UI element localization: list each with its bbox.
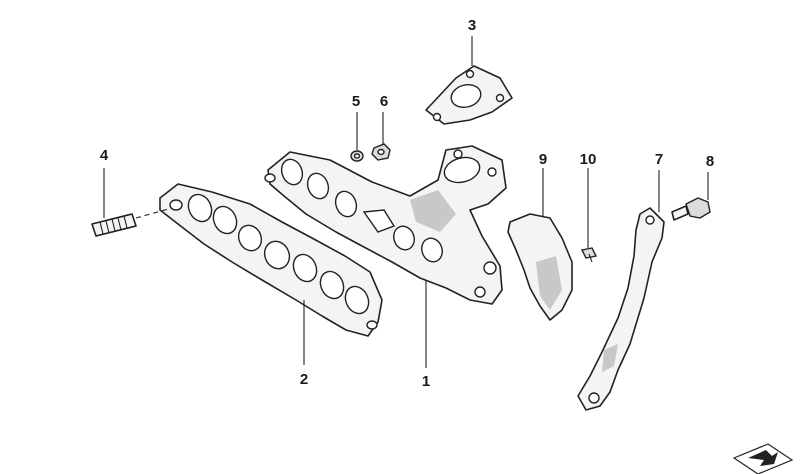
part-10-bolt[interactable] bbox=[580, 247, 598, 263]
callout-9: 9 bbox=[539, 151, 547, 168]
callout-8: 8 bbox=[706, 153, 714, 170]
callout-6: 6 bbox=[380, 93, 388, 110]
part-3-flange-gasket[interactable] bbox=[425, 65, 513, 125]
callout-3: 3 bbox=[468, 17, 476, 34]
part-2-manifold-gasket[interactable] bbox=[159, 183, 383, 337]
callout-4: 4 bbox=[100, 147, 109, 164]
callout-2: 2 bbox=[300, 371, 308, 388]
callout-10: 10 bbox=[580, 151, 597, 168]
callout-labels: 3 5 6 4 9 10 7 8 2 1 bbox=[100, 17, 714, 390]
callout-1: 1 bbox=[422, 373, 430, 390]
leader-lines bbox=[103, 36, 709, 368]
part-5-washer[interactable] bbox=[350, 150, 364, 162]
callout-5: 5 bbox=[352, 93, 360, 110]
part-1-exhaust-manifold[interactable] bbox=[264, 145, 507, 305]
part-9-heat-shield[interactable] bbox=[507, 213, 573, 321]
callout-7: 7 bbox=[655, 151, 663, 168]
part-6-nut[interactable] bbox=[371, 143, 391, 161]
part-8-bolt[interactable] bbox=[671, 197, 711, 221]
corner-logo-icon bbox=[732, 443, 794, 474]
part-4-stud[interactable] bbox=[91, 207, 173, 237]
part-7-support-bracket[interactable] bbox=[577, 207, 665, 411]
